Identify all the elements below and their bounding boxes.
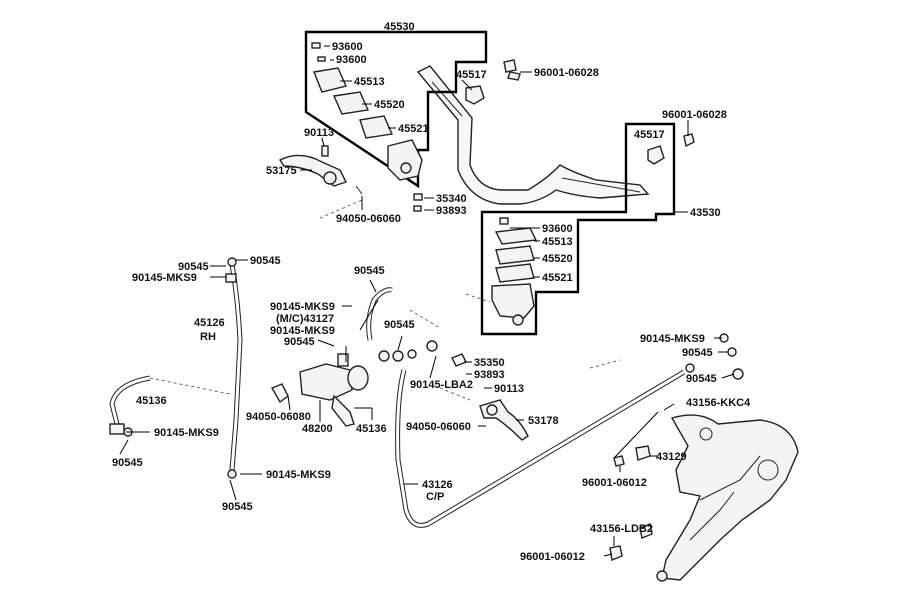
label-96001-06028: 96001-06028 bbox=[534, 67, 599, 79]
part-labels: 45530 93600 93600 45513 45520 45521 4551… bbox=[112, 21, 751, 563]
label-94050-06060: 94050-06060 bbox=[336, 213, 401, 225]
label-90545: 90545 bbox=[384, 319, 415, 331]
label-53175: 53175 bbox=[266, 165, 297, 177]
hose-43126 bbox=[395, 363, 695, 528]
handlebar bbox=[416, 65, 650, 205]
label-90145-mks9: 90145-MKS9 bbox=[270, 301, 335, 313]
label-90545: 90545 bbox=[222, 501, 253, 513]
label-96001-06012: 96001-06012 bbox=[582, 477, 647, 489]
master-cylinder-43127 bbox=[270, 353, 369, 427]
right-reservoir-parts bbox=[491, 133, 695, 326]
label-90545: 90545 bbox=[686, 373, 717, 385]
clamp-45517-top bbox=[465, 59, 521, 105]
label-45520: 45520 bbox=[374, 99, 405, 111]
label-45530: 45530 bbox=[384, 21, 415, 33]
label-c-p: C/P bbox=[426, 491, 444, 503]
label-53178: 53178 bbox=[528, 415, 559, 427]
label-43126: 43126 bbox=[422, 479, 453, 491]
label-90545: 90545 bbox=[250, 255, 281, 267]
label-45126: 45126 bbox=[194, 317, 225, 329]
callout-box-45530 bbox=[304, 30, 488, 189]
label-90145-mks9: 90145-MKS9 bbox=[154, 427, 219, 439]
left-lever-53175 bbox=[278, 145, 363, 195]
label-94050-06060: 94050-06060 bbox=[406, 421, 471, 433]
hose-45136-middle bbox=[366, 287, 438, 362]
label-35350: 35350 bbox=[474, 357, 505, 369]
label-45520: 45520 bbox=[542, 253, 573, 265]
label-43530: 43530 bbox=[690, 207, 721, 219]
hose-45136-left bbox=[109, 375, 151, 437]
label-45517: 45517 bbox=[456, 69, 487, 81]
label-90145-mks9: 90145-MKS9 bbox=[270, 325, 335, 337]
label-90145-mks9: 90145-MKS9 bbox=[266, 469, 331, 481]
label-93893: 93893 bbox=[474, 369, 505, 381]
label-93600: 93600 bbox=[542, 223, 573, 235]
clips-43129 bbox=[609, 333, 744, 561]
label-90113: 90113 bbox=[494, 383, 524, 395]
label-96001-06012: 96001-06012 bbox=[520, 551, 585, 563]
label-48200: 48200 bbox=[302, 423, 333, 435]
right-lever-53178 bbox=[451, 353, 529, 441]
bracket-43156-kkc4 bbox=[656, 414, 799, 582]
callout-box-43530 bbox=[480, 122, 676, 336]
label-90145-mks9: 90145-MKS9 bbox=[132, 272, 197, 284]
hose-45126 bbox=[225, 257, 243, 479]
label-45521: 45521 bbox=[542, 272, 573, 284]
label-90545: 90545 bbox=[112, 457, 143, 469]
leader-lines bbox=[119, 31, 735, 557]
label-45136: 45136 bbox=[356, 423, 387, 435]
label-90145-mks9: 90145-MKS9 bbox=[640, 333, 705, 345]
label-93600: 93600 bbox=[332, 41, 363, 53]
label-45517: 45517 bbox=[634, 129, 665, 141]
bolts-35340 bbox=[413, 193, 423, 212]
label-45513: 45513 bbox=[542, 236, 573, 248]
label-90545: 90545 bbox=[284, 336, 315, 348]
guide-lines bbox=[149, 199, 621, 401]
label-90545: 90545 bbox=[682, 347, 713, 359]
label-45513: 45513 bbox=[354, 76, 385, 88]
label-45136: 45136 bbox=[136, 395, 167, 407]
label-93600: 93600 bbox=[336, 54, 367, 66]
label-94050-06080: 94050-06080 bbox=[246, 411, 311, 423]
label-90545: 90545 bbox=[178, 261, 209, 273]
label-96001-06028: 96001-06028 bbox=[662, 109, 727, 121]
label-45521: 45521 bbox=[398, 123, 429, 135]
left-reservoir-parts bbox=[311, 42, 423, 181]
label-43156-kkc4: 43156-KKC4 bbox=[686, 397, 751, 409]
label-43129: 43129 bbox=[656, 451, 687, 463]
label-93893: 93893 bbox=[436, 205, 467, 217]
label-90545: 90545 bbox=[354, 265, 385, 277]
label-m-c-43127: (M/C)43127 bbox=[276, 313, 334, 325]
label-90113: 90113 bbox=[304, 127, 334, 139]
label-rh: RH bbox=[200, 331, 216, 343]
label-43156-ldb2: 43156-LDB2 bbox=[590, 523, 653, 535]
label-90145-lba2: 90145-LBA2 bbox=[410, 379, 473, 391]
label-35340: 35340 bbox=[436, 193, 467, 205]
